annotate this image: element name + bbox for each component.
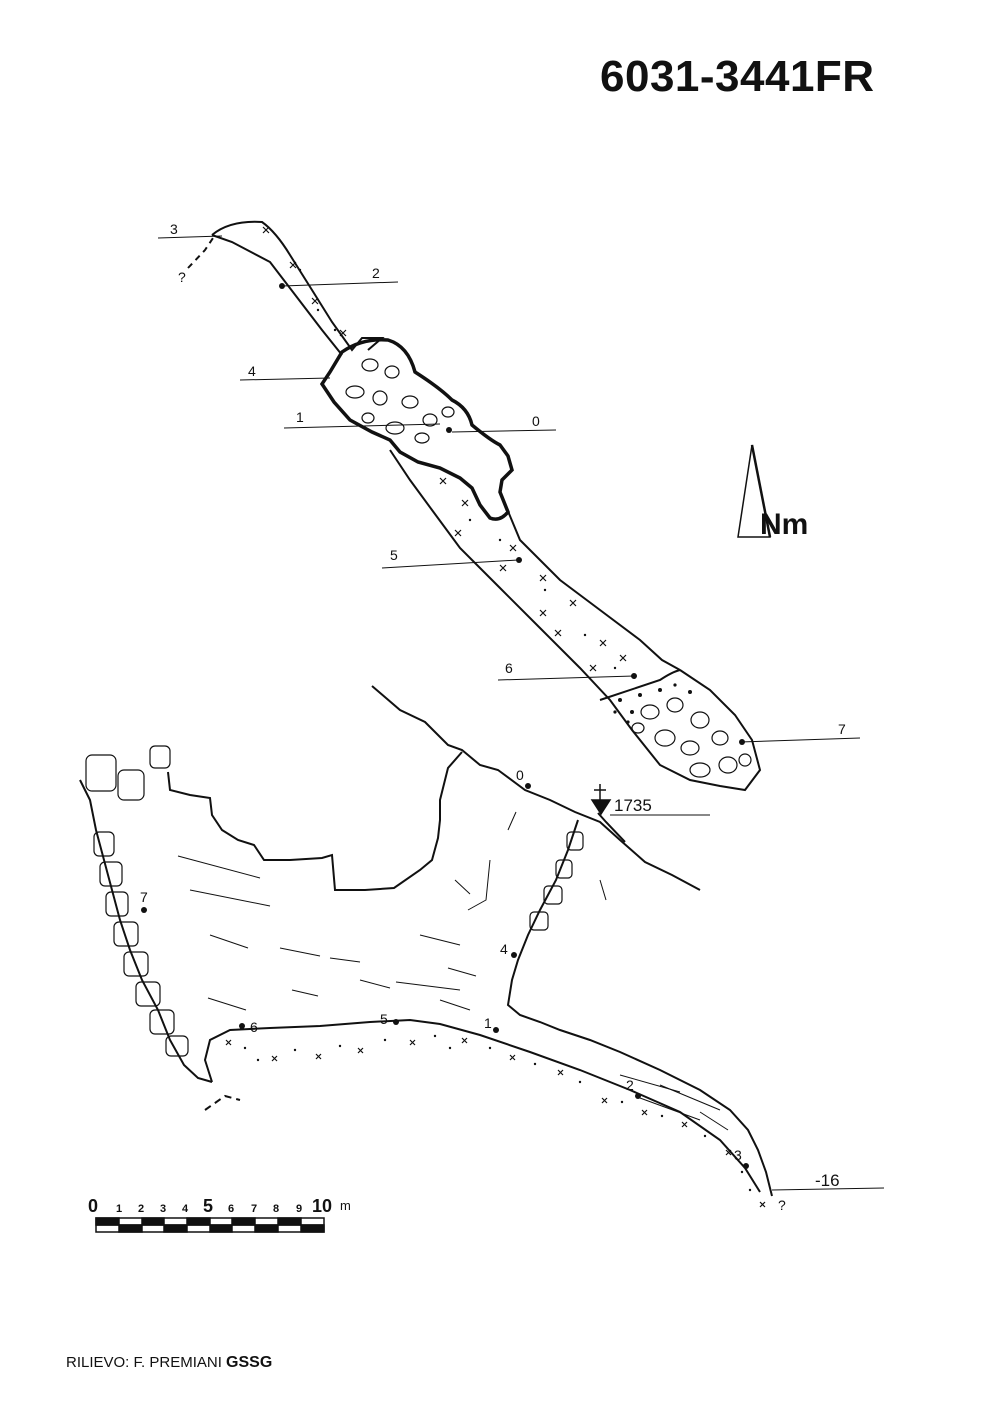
section-station-3: 3 xyxy=(734,1147,742,1163)
section-station-0: 0 xyxy=(516,767,524,783)
section-station-4: 4 xyxy=(500,941,508,957)
plan-unknown-mark: ? xyxy=(178,269,186,285)
plan-boulder-chamber xyxy=(319,338,514,521)
section-view xyxy=(79,685,885,1208)
section-ceiling xyxy=(167,751,463,891)
section-station-6: 6 xyxy=(250,1019,258,1035)
credit-group: GSSG xyxy=(226,1354,273,1371)
scale-tick-1: 1 xyxy=(116,1203,122,1215)
plan-station-leaders xyxy=(157,235,861,743)
section-depth-leader xyxy=(771,1187,885,1191)
section-surface xyxy=(371,685,701,891)
plan-main-passage xyxy=(389,449,762,792)
cave-id-title: 6031-3441FR xyxy=(600,52,875,101)
section-depth-label: -16 xyxy=(815,1171,840,1190)
section-elevation-label: 1735 xyxy=(614,796,652,815)
plan-upper-passage xyxy=(211,220,385,356)
plan-station-2: 2 xyxy=(372,265,380,281)
section-surface-right-cliff xyxy=(597,812,626,843)
plan-station-3: 3 xyxy=(170,221,178,237)
plan-view xyxy=(157,220,861,792)
section-fissures xyxy=(177,811,729,1131)
north-label: Nm xyxy=(760,508,808,541)
scale-tick-6: 6 xyxy=(228,1203,234,1215)
scale-tick-0: 0 xyxy=(88,1196,98,1216)
scale-ticks: 0 1 2 3 4 5 6 7 8 9 10 m xyxy=(88,1196,351,1216)
plan-station-6: 6 xyxy=(505,660,513,676)
plan-station-0: 0 xyxy=(532,413,540,429)
scale-tick-7: 7 xyxy=(251,1203,257,1215)
section-station-7: 7 xyxy=(140,889,148,905)
plan-station-7: 7 xyxy=(838,721,846,737)
scale-tick-9: 9 xyxy=(296,1203,302,1215)
plan-station-5: 5 xyxy=(390,547,398,563)
scale-unit: m xyxy=(340,1198,351,1213)
scale-bar xyxy=(95,1217,325,1233)
section-floor xyxy=(203,1018,761,1193)
plan-station-4: 4 xyxy=(248,363,256,379)
plan-boulders xyxy=(345,358,752,778)
section-unknown-mark: ? xyxy=(778,1197,786,1213)
section-station-1: 1 xyxy=(484,1015,492,1031)
section-boulders xyxy=(85,745,584,1057)
credit-surveyor: RILIEVO: F. PREMIANI xyxy=(66,1354,222,1371)
plan-station-1: 1 xyxy=(296,409,304,425)
section-floor-crosses xyxy=(225,1037,766,1208)
section-station-2: 2 xyxy=(626,1077,634,1093)
plan-south-boulders-divider xyxy=(599,669,681,701)
plan-crosses xyxy=(262,226,627,672)
plan-gravel-dots xyxy=(298,268,692,724)
section-floor-dashed xyxy=(204,1094,241,1111)
section-entrance-marker-icon xyxy=(590,784,710,816)
scale-tick-8: 8 xyxy=(273,1203,279,1215)
section-station-5: 5 xyxy=(380,1011,388,1027)
scale-tick-10: 10 xyxy=(312,1196,332,1216)
section-left-wall xyxy=(79,779,213,1083)
survey-credit: RILIEVO: F. PREMIANI GSSG xyxy=(66,1354,272,1372)
section-floor-dots xyxy=(243,1034,752,1192)
scale-tick-3: 3 xyxy=(160,1203,166,1215)
scale-tick-4: 4 xyxy=(182,1203,189,1215)
plan-station-points xyxy=(279,283,745,745)
scale-tick-2: 2 xyxy=(138,1203,144,1215)
section-station-points xyxy=(141,783,749,1169)
north-arrow-icon xyxy=(737,444,772,538)
plan-passage-end-dashed xyxy=(187,237,214,269)
section-right-wall xyxy=(506,819,773,1197)
scale-tick-5: 5 xyxy=(203,1196,213,1216)
